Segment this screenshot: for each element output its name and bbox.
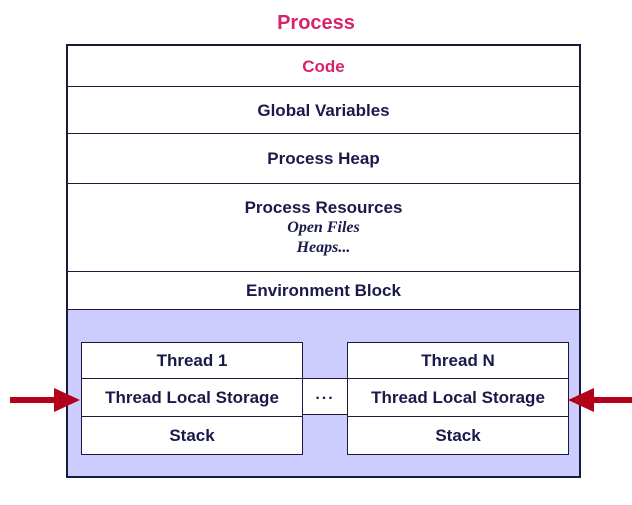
- thread-1-name: Thread 1: [82, 343, 302, 379]
- arrow-right-icon: [10, 388, 80, 412]
- thread-n-tls: Thread Local Storage: [348, 379, 568, 417]
- process-heap-row: Process Heap: [68, 134, 579, 184]
- thread-1-tls: Thread Local Storage: [82, 379, 302, 417]
- thread-n-name: Thread N: [348, 343, 568, 379]
- threads-ellipsis: ...: [303, 378, 347, 415]
- diagram-title: Process: [277, 12, 355, 34]
- process-resources-label: Process Resources: [244, 198, 403, 217]
- code-row: Code: [68, 46, 579, 87]
- thread-1-box: Thread 1 Thread Local Storage Stack: [81, 342, 303, 455]
- process-box: Code Global Variables Process Heap Proce…: [66, 44, 581, 478]
- resource-item-heaps: Heaps...: [296, 239, 351, 256]
- resource-item-open-files: Open Files: [287, 219, 360, 236]
- arrow-left-icon: [568, 388, 632, 412]
- global-variables-row: Global Variables: [68, 87, 579, 134]
- thread-n-box: Thread N Thread Local Storage Stack: [347, 342, 569, 455]
- threads-area: Thread 1 Thread Local Storage Stack ... …: [68, 310, 579, 476]
- thread-n-stack: Stack: [435, 426, 481, 445]
- thread-1-stack: Stack: [169, 426, 215, 445]
- process-resources-row: Process Resources Open Files Heaps...: [68, 184, 579, 272]
- environment-block-row: Environment Block: [68, 272, 579, 310]
